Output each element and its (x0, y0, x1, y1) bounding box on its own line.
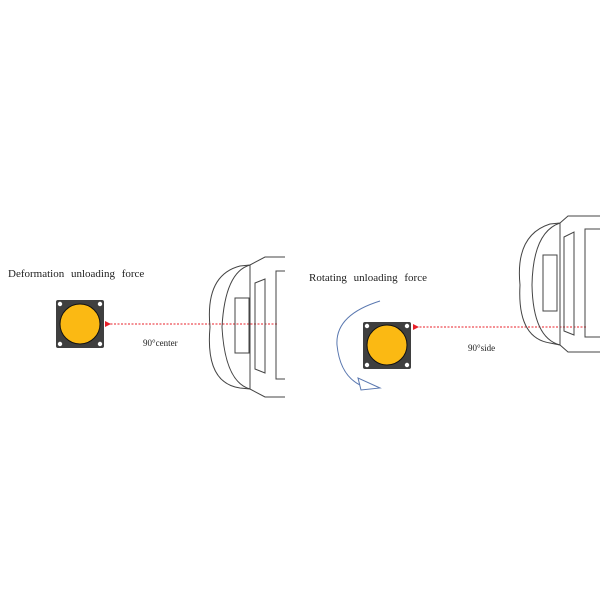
right-button-component (363, 322, 411, 369)
right-angle-label: 90°side (468, 343, 496, 353)
left-button-component (56, 300, 104, 348)
left-angle-label: 90°center (143, 338, 178, 348)
rotation-arrow (336, 300, 382, 391)
left-panel-title: Deformation unloading force (8, 268, 145, 280)
left-pressing-tool (208, 256, 285, 398)
right-panel-title: Rotating unloading force (309, 272, 427, 284)
right-pressing-tool (518, 215, 600, 353)
